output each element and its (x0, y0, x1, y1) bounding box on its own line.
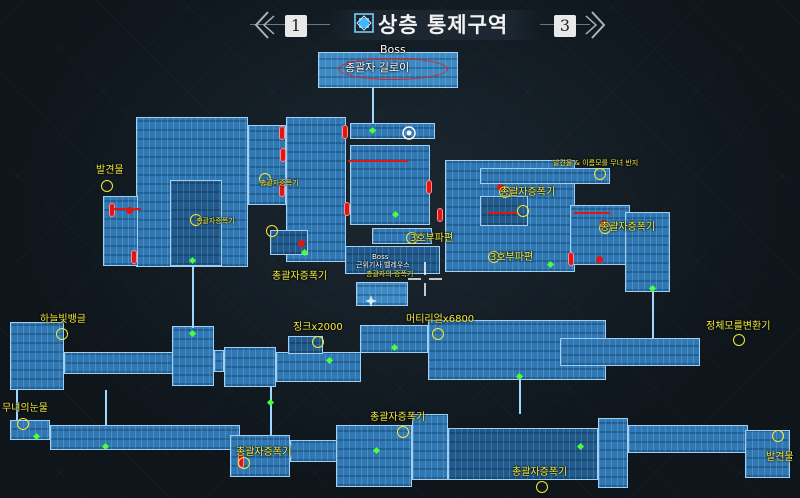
door-marker (342, 125, 348, 139)
connector (105, 390, 107, 425)
door-marker (568, 252, 574, 266)
item-marker-icon[interactable] (101, 180, 113, 192)
room-upper-right-corridor (480, 168, 610, 184)
item-label: 3호부파편 (490, 252, 534, 263)
door-marker (426, 180, 432, 194)
item-marker-icon[interactable] (536, 481, 548, 493)
item-marker-icon[interactable] (17, 418, 29, 430)
boss-drop: 총괄자의 증폭기 (366, 270, 414, 278)
room-lower-hall (448, 428, 598, 480)
room-upper-left-small (270, 230, 308, 255)
room-left-gap (214, 350, 224, 372)
route-line (488, 212, 518, 214)
item-label: 징크x2000 (293, 322, 343, 333)
room-lower-left (50, 425, 240, 450)
prev-arrow-icon[interactable] (252, 10, 278, 40)
door-marker (344, 202, 350, 216)
room-mid-left (224, 347, 276, 387)
room-corridor-top (350, 123, 435, 139)
item-marker-icon[interactable] (266, 225, 278, 237)
route-line (348, 160, 408, 162)
room-lower-left-entry (10, 420, 50, 440)
next-arrow-icon[interactable] (582, 10, 608, 40)
connector (270, 387, 272, 435)
item-label: 발견물 (766, 452, 794, 463)
item-marker-icon[interactable] (733, 334, 745, 346)
item-label: 정체모를변환기 (706, 321, 771, 332)
room-left-tower (172, 326, 214, 386)
route-line (574, 212, 610, 214)
item-label: 무녀의눈물 (2, 403, 48, 414)
boss-tag: Boss (372, 253, 389, 261)
item-marker-icon[interactable] (397, 426, 409, 438)
item-label: 발견물 & 이름모를 무녀 반지 (553, 159, 639, 167)
room-lower-corridor (290, 440, 340, 462)
connector (519, 380, 521, 414)
zone-icon (354, 13, 374, 33)
item-marker-icon[interactable] (238, 457, 250, 469)
item-marker-icon[interactable] (406, 232, 418, 244)
door-marker (596, 256, 603, 263)
item-marker-icon[interactable] (259, 173, 271, 185)
item-label: 총괄자증폭기 (236, 447, 292, 458)
item-label: 발견물 (96, 165, 124, 176)
door-marker (109, 203, 115, 217)
item-marker-icon[interactable] (432, 328, 444, 340)
item-label: 하늘빛뱅글 (40, 314, 86, 325)
room-lower-pillar (412, 414, 448, 480)
door-marker (298, 240, 305, 247)
connector (16, 390, 18, 420)
door-marker (437, 208, 443, 222)
room-center-mid (345, 246, 440, 274)
room-far-right (560, 338, 700, 366)
item-marker-icon[interactable] (56, 328, 68, 340)
item-marker-icon[interactable] (599, 222, 611, 234)
room-right-tall (625, 212, 670, 292)
prev-page-button[interactable]: 1 (285, 15, 307, 37)
boss-name: 근위기사 벨레우스 (356, 261, 410, 269)
room-left-corridor (64, 352, 174, 374)
item-label: 총괄자증폭기 (512, 467, 568, 478)
item-marker-icon[interactable] (312, 336, 324, 348)
room-center-boss (356, 282, 408, 306)
item-label: 총괄자증폭기 (600, 222, 656, 233)
door-marker (279, 126, 285, 140)
player-position-icon (408, 262, 442, 296)
room-center-top (350, 145, 430, 225)
teleport-icon[interactable] (402, 125, 416, 140)
room-mid-right (428, 320, 606, 380)
room-far-left (10, 322, 64, 390)
item-label: 총괄자증폭기 (370, 412, 426, 423)
item-label: 총괄자증폭기 (500, 187, 556, 198)
connector (372, 88, 374, 126)
item-marker-icon[interactable] (488, 251, 500, 263)
next-page-button[interactable]: 3 (554, 15, 576, 37)
item-marker-icon[interactable] (190, 214, 202, 226)
boss-highlight (338, 58, 448, 80)
room-right-mid (570, 205, 630, 265)
door-marker (131, 250, 137, 264)
room-mid-corridor (276, 352, 361, 382)
item-marker-icon[interactable] (499, 186, 511, 198)
item-marker-icon[interactable] (517, 205, 529, 217)
item-marker-icon[interactable] (772, 430, 784, 442)
room-lower-right (628, 425, 748, 453)
door-marker (280, 148, 286, 162)
door-marker (279, 183, 285, 197)
room-lower-right-pillar (598, 418, 628, 488)
item-label: 총괄자증폭기 (272, 271, 328, 282)
connector (192, 266, 194, 328)
page-title: 상층 통제구역 (378, 13, 509, 37)
boss-tag: Boss (380, 43, 406, 56)
item-label: 총괄자증폭기 (196, 217, 235, 225)
save-point-icon[interactable] (365, 292, 377, 307)
room-upper-mid (286, 117, 346, 262)
door-marker (126, 207, 133, 214)
item-marker-icon[interactable] (594, 168, 606, 180)
item-label: 3호부파편 (410, 233, 454, 244)
connector (652, 292, 654, 338)
item-label: 머티리얼x6800 (406, 314, 475, 325)
item-label: 총괄자증폭기 (260, 179, 299, 187)
